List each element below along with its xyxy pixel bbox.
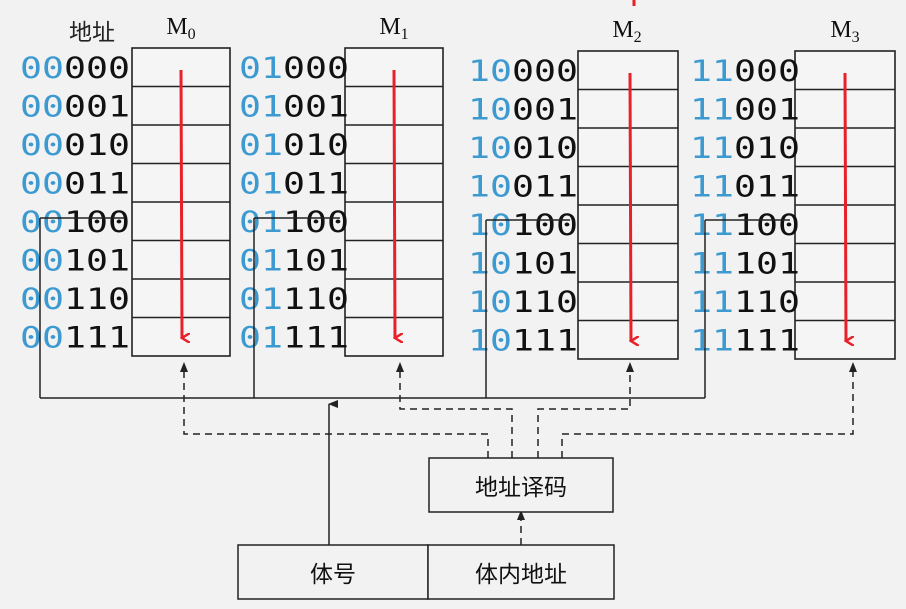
- red-scan-arrow-m1: [392, 69, 395, 338]
- red-scan-arrow-m2: [628, 72, 631, 341]
- bank-number-field: [237, 544, 429, 600]
- decoder-arrowheads: [180, 362, 857, 520]
- decoder-to-m1-line: [399, 366, 513, 458]
- red-scan-arrow-m3: [843, 72, 846, 341]
- module-title-m3: M3: [830, 17, 859, 46]
- decoder-input-arrowhead: [517, 510, 525, 520]
- decoder-to-m3-line: [561, 366, 854, 458]
- in-bank-address-field: [427, 544, 615, 600]
- module-title-m2: M2: [612, 17, 641, 46]
- address-decoder-box: [428, 457, 614, 513]
- decoder-to-m0-line: [183, 366, 489, 458]
- m2-select-arrowhead: [626, 362, 634, 372]
- m1-select-arrowhead: [396, 362, 404, 372]
- m3-select-arrowhead: [849, 362, 857, 372]
- address-decoder-label: 地址译码: [475, 475, 567, 501]
- red-scan-arrow-m0: [179, 69, 182, 338]
- address-header-label: 地址: [69, 20, 115, 46]
- bank-select-lines: [39, 217, 790, 545]
- module-title-m1: M1: [379, 14, 408, 43]
- m0-select-arrowhead: [180, 362, 188, 372]
- decoder-lines: [183, 366, 854, 545]
- bank-number-label: 体号: [310, 562, 356, 588]
- decoder-to-m2-line: [537, 366, 631, 458]
- module-title-m0: M0: [166, 14, 195, 43]
- in-bank-address-label: 体内地址: [475, 562, 567, 588]
